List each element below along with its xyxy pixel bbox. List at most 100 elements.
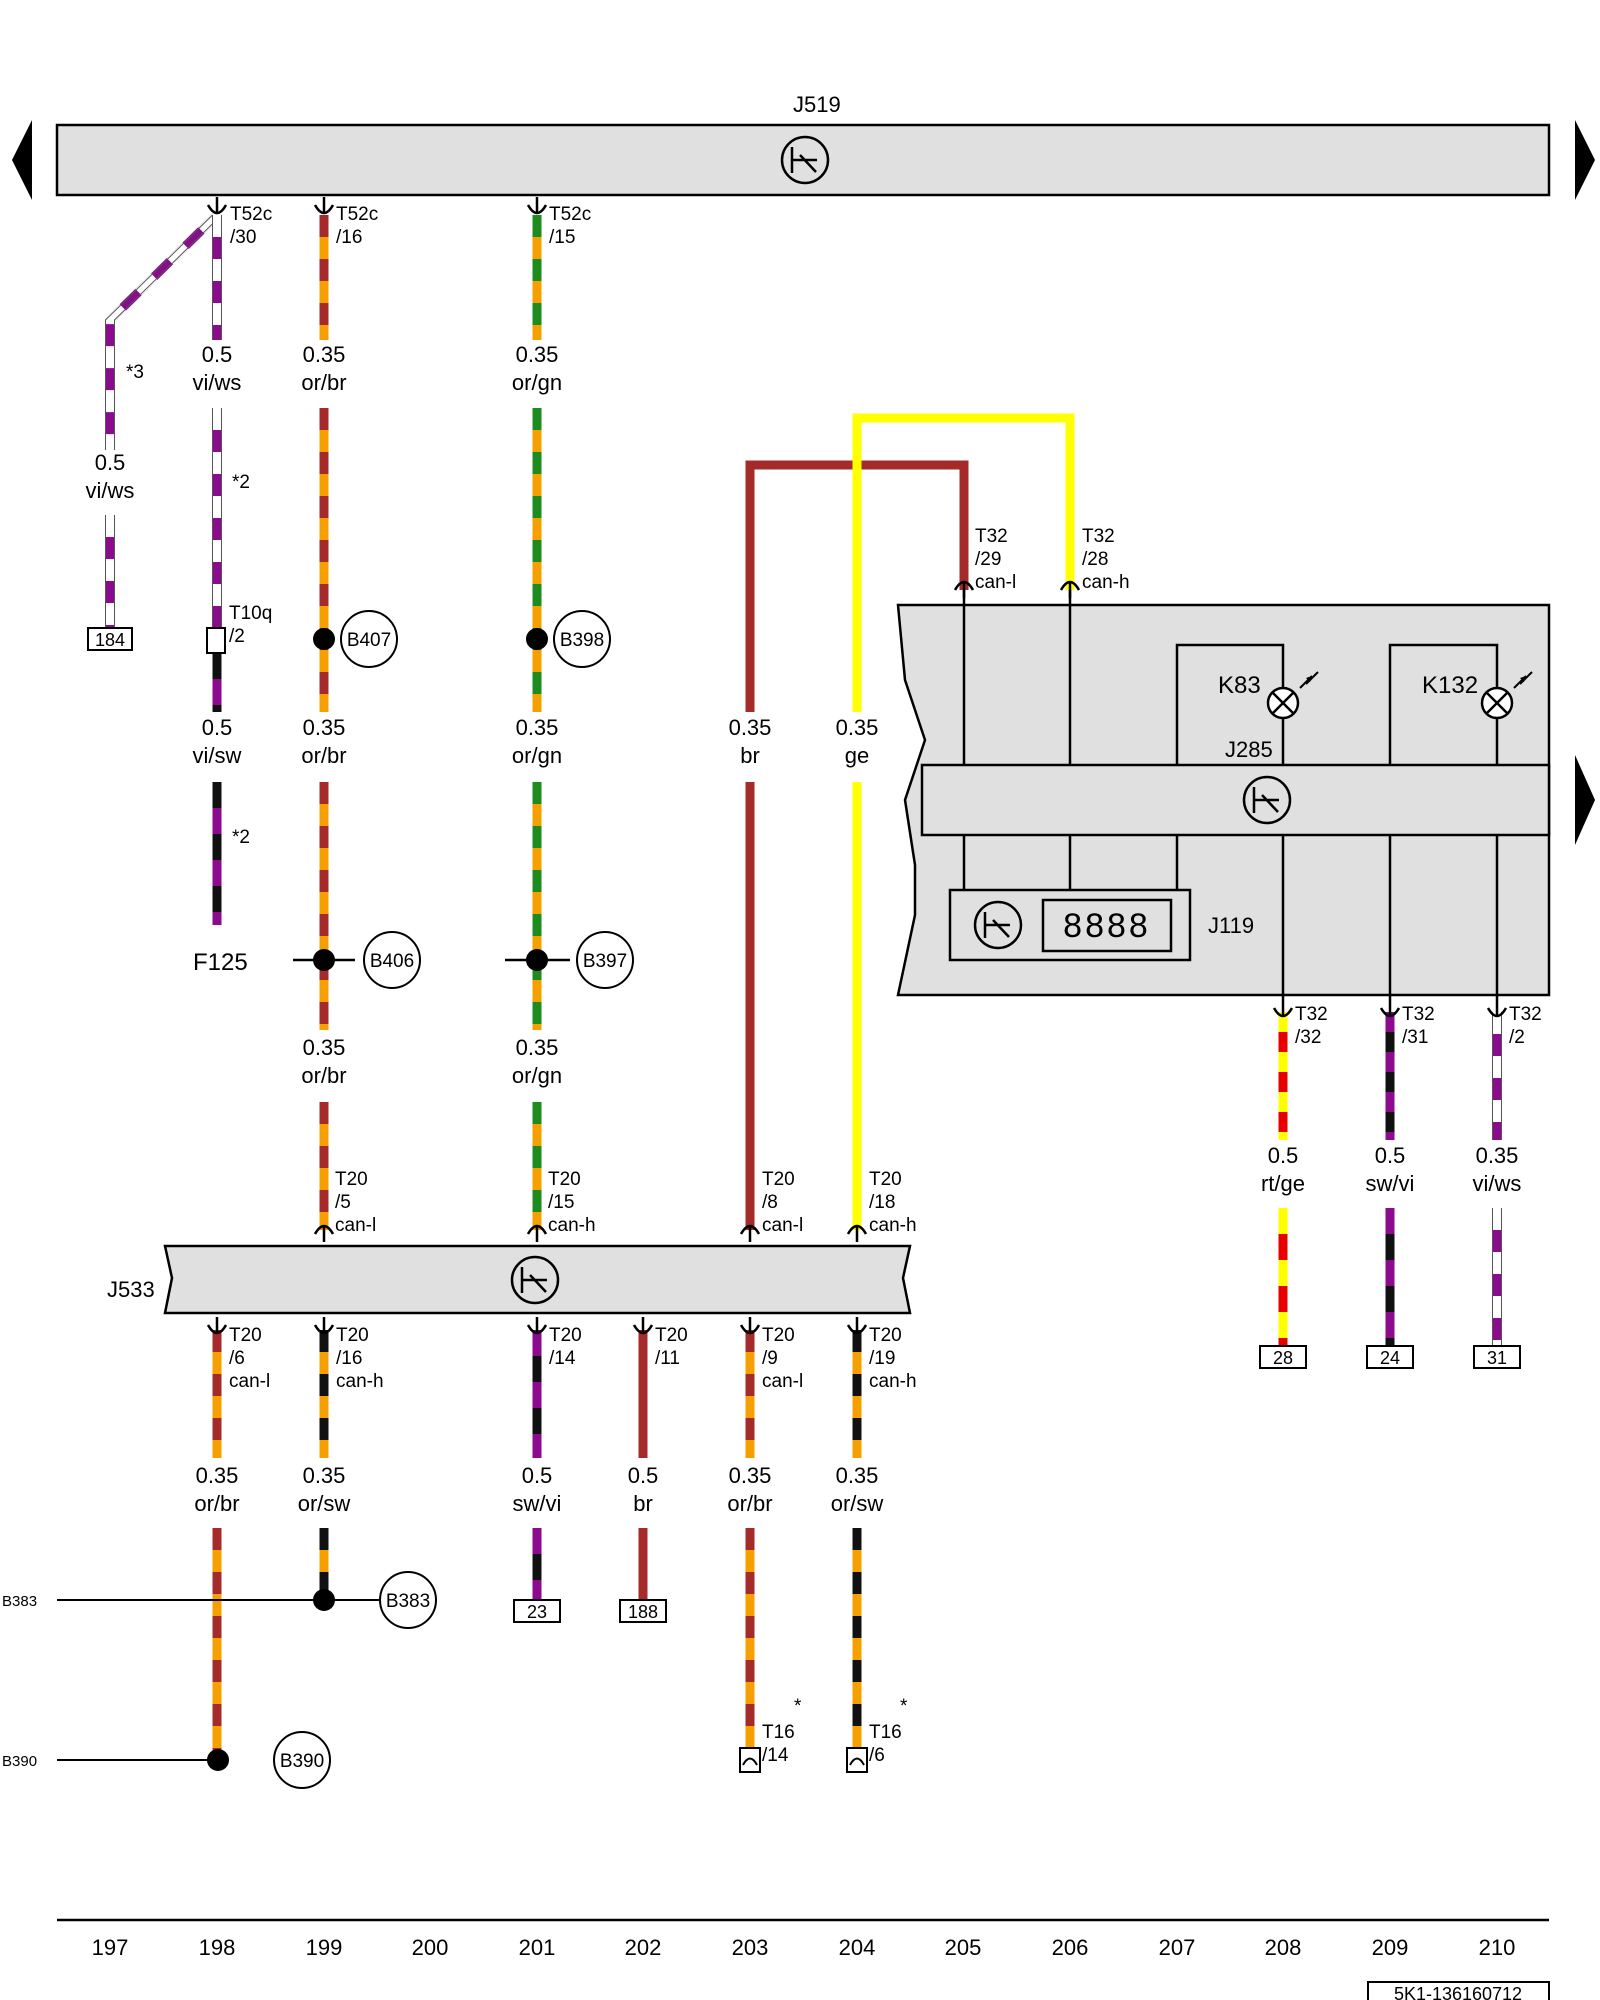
pin-j519-2 <box>526 197 548 215</box>
junction-dot-b407 <box>313 628 335 650</box>
left-continue-arrow <box>12 120 32 200</box>
wire-size-w198a: 0.5 <box>202 342 233 367</box>
connector-label-c11: T32/32 <box>1295 1004 1328 1048</box>
wire-color-w199d: or/sw <box>298 1491 351 1516</box>
svg-text:/6: /6 <box>229 1348 245 1369</box>
pin-j519-0 <box>206 197 228 215</box>
svg-text:B406: B406 <box>370 951 414 972</box>
svg-text:T32: T32 <box>1082 526 1115 547</box>
wire-size-w198b: 0.5 <box>202 715 233 740</box>
svg-text:T16: T16 <box>762 1722 795 1743</box>
doc-id-box <box>1367 1981 1550 2000</box>
ecu-symbol-j285 <box>1242 775 1292 825</box>
wire-size-w204a: 0.35 <box>836 715 879 740</box>
svg-text:T32: T32 <box>1402 1004 1435 1025</box>
connector-t16-6-symbol <box>846 1747 868 1773</box>
wire-size-w203d: 0.35 <box>729 1463 772 1488</box>
connector-label-c17: T20/11 <box>655 1325 688 1369</box>
column-number: 204 <box>839 1935 876 1960</box>
wire-color-w198a: vi/ws <box>193 370 242 395</box>
wire-color-w201b: or/gn <box>512 743 562 768</box>
svg-text:/2: /2 <box>229 626 245 647</box>
svg-text:can-l: can-l <box>975 572 1016 593</box>
pin-j533-top-1 <box>526 1224 548 1242</box>
pin-cluster-28 <box>1059 580 1081 598</box>
svg-text:/11: /11 <box>655 1348 680 1369</box>
column-number: 205 <box>945 1935 982 1960</box>
ref-box-188: 188 <box>619 1599 667 1623</box>
svg-text:28: 28 <box>1273 1348 1293 1368</box>
column-number: 209 <box>1372 1935 1409 1960</box>
connector-label-c3: T52c/15 <box>549 204 591 248</box>
pin-j533-top-3 <box>846 1224 868 1242</box>
svg-text:/30: /30 <box>230 227 256 248</box>
svg-text:31: 31 <box>1487 1348 1507 1368</box>
wire-color-w201a: or/gn <box>512 370 562 395</box>
svg-text:T32: T32 <box>975 526 1008 547</box>
svg-text:can-h: can-h <box>869 1215 917 1236</box>
pin-j533-bot-4 <box>739 1317 761 1335</box>
wire-color-w203a: br <box>740 743 760 768</box>
node-b407: B407 <box>340 610 398 668</box>
node-b397: B397 <box>576 931 634 989</box>
footnote-star-b: * <box>900 1696 908 1717</box>
fuse-label-f125: F125 <box>193 949 248 976</box>
column-number: 208 <box>1265 1935 1302 1960</box>
wire-size-w198d: 0.35 <box>196 1463 239 1488</box>
connector-label-c6: T10q/2 <box>229 603 272 647</box>
wire-color-w202d: br <box>633 1491 653 1516</box>
svg-text:T20: T20 <box>762 1325 795 1346</box>
wire-204-ge <box>852 413 1075 712</box>
footnote-3: *3 <box>126 362 144 383</box>
svg-text:/6: /6 <box>869 1745 885 1766</box>
svg-text:T20: T20 <box>869 1169 902 1190</box>
svg-text:/15: /15 <box>549 227 575 248</box>
svg-text:/14: /14 <box>549 1348 576 1369</box>
connector-label-c1: T52c/30 <box>230 204 272 248</box>
pin-cluster-2 <box>1486 1000 1508 1018</box>
svg-text:B383: B383 <box>386 1591 430 1612</box>
svg-text:/28: /28 <box>1082 549 1108 570</box>
column-number: 202 <box>625 1935 662 1960</box>
svg-text:T32: T32 <box>1295 1004 1328 1025</box>
wire-color-w198b: vi/sw <box>193 743 242 768</box>
svg-text:can-h: can-h <box>1082 572 1130 593</box>
wire-198-mid <box>212 408 222 628</box>
wire-color-w201c: or/gn <box>512 1063 562 1088</box>
svg-text:/14: /14 <box>762 1745 789 1766</box>
wire-size-w201c: 0.35 <box>516 1035 559 1060</box>
wire-color-w210: vi/ws <box>1473 1171 1522 1196</box>
module-label-j285: J285 <box>1225 737 1273 762</box>
lamp-k83-icon <box>1266 671 1319 720</box>
svg-text:T52c: T52c <box>336 204 378 225</box>
svg-text:can-l: can-l <box>762 1371 803 1392</box>
pins-layer <box>206 197 1508 1335</box>
junction-dot-b398 <box>526 628 548 650</box>
side-label-b390: B390 <box>2 1753 37 1770</box>
svg-text:/32: /32 <box>1295 1027 1321 1048</box>
wire-size-w202d: 0.5 <box>628 1463 659 1488</box>
pin-j533-bot-3 <box>632 1317 654 1335</box>
wire-color-w197: vi/ws <box>86 478 135 503</box>
pin-cluster-32 <box>1272 1000 1294 1018</box>
svg-text:T32: T32 <box>1509 1004 1542 1025</box>
side-label-b383: B383 <box>2 1593 37 1610</box>
ref-box-24: 24 <box>1366 1345 1414 1369</box>
svg-text:can-l: can-l <box>335 1215 376 1236</box>
module-label-j519: J519 <box>793 92 841 117</box>
junction-dot-b390 <box>207 1749 229 1771</box>
junction-dot-b383 <box>313 1589 335 1611</box>
column-number: 207 <box>1159 1935 1196 1960</box>
wire-198-diag <box>105 211 222 450</box>
svg-text:B398: B398 <box>560 630 604 651</box>
node-b398: B398 <box>553 610 611 668</box>
svg-text:T20: T20 <box>336 1325 369 1346</box>
svg-text:/16: /16 <box>336 1348 362 1369</box>
svg-text:/9: /9 <box>762 1348 778 1369</box>
